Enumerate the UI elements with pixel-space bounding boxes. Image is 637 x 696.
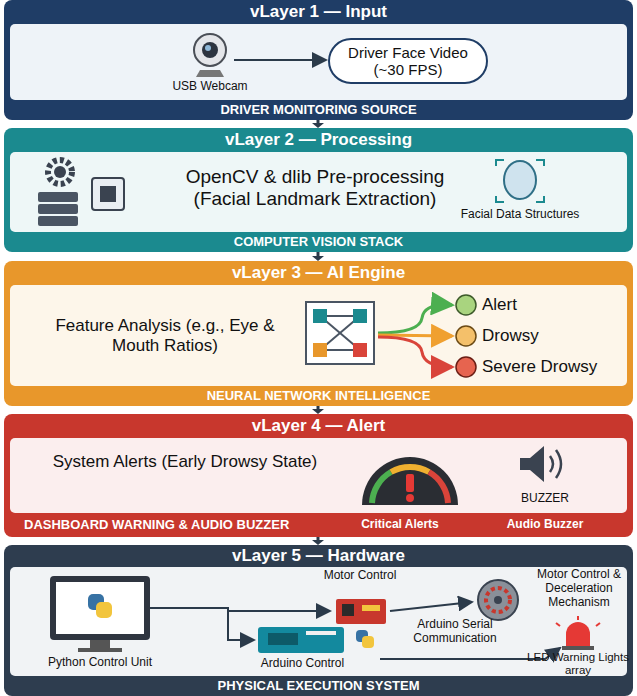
flow-arrow	[234, 59, 326, 61]
label-text: LED Warning Lights array	[524, 651, 632, 677]
label-text: Python Control Unit	[20, 656, 180, 670]
layer-caption: COMPUTER VISION STACK	[4, 232, 633, 252]
wire	[390, 602, 472, 611]
layer-title: vLayer 1 — Input	[4, 0, 633, 24]
label-text: Motor Control & Deceleration Mechanism	[526, 568, 632, 609]
layer-connector	[312, 252, 324, 261]
compute-icons	[38, 160, 124, 226]
face-scan-icon	[496, 160, 544, 202]
label-text: System Alerts (Early Drowsy State)	[40, 452, 330, 472]
state-face	[456, 295, 476, 377]
label-text: Motor Control	[320, 569, 400, 583]
label-text: BUZZER	[500, 492, 590, 506]
label-text: OpenCV & dlib Pre-processing (Facial Lan…	[160, 166, 470, 210]
monitor-icon	[50, 576, 150, 652]
label-text: Arduino Control	[245, 657, 360, 671]
buzzer-icon	[520, 446, 561, 482]
label-text: Audio Buzzer	[490, 518, 600, 532]
video-pill: Driver Face Video (~30 FPS)	[328, 38, 488, 84]
layer-title: vLayer 5 — Hardware	[4, 545, 633, 567]
layer-caption: DRIVER MONITORING SOURCE	[4, 100, 633, 120]
class-arrow	[378, 305, 452, 333]
label-text: Drowsy	[482, 326, 622, 346]
motor-driver-board	[336, 599, 386, 624]
label-text: Feature Analysis (e.g., Eye & Mouth Rati…	[30, 316, 300, 355]
layer-title: vLayer 4 — Alert	[4, 414, 633, 438]
webcam-icon	[194, 34, 226, 77]
layer-title: vLayer 3 — AI Engine	[4, 261, 633, 285]
layer-caption: PHYSICAL EXECUTION SYSTEM	[4, 676, 633, 696]
layer-caption: NEURAL NETWORK INTELLIGENCE	[4, 386, 633, 406]
arduino-board	[258, 627, 374, 653]
node-text: Driver Face Video (~30 FPS)	[342, 44, 474, 78]
class-arrow	[378, 337, 452, 367]
led-siren	[556, 616, 600, 650]
label-text: Arduino Serial Communication	[400, 618, 510, 646]
label-text: Critical Alerts	[340, 518, 460, 532]
dashboard-gauge	[362, 457, 458, 505]
wire	[150, 608, 330, 611]
label-text: Severe Drowsy	[482, 357, 622, 377]
layer-connector	[312, 120, 324, 128]
neural-network-icon	[306, 302, 374, 364]
motor-icon	[478, 580, 518, 620]
label-text: Alert	[482, 295, 622, 315]
wire	[228, 611, 254, 640]
layer-title: vLayer 2 — Processing	[4, 128, 633, 152]
label-text: USB Webcam	[170, 80, 250, 94]
layer-panel	[10, 24, 627, 100]
layer-connector	[312, 537, 324, 545]
layer-connector	[312, 406, 324, 414]
label-text: Facial Data Structures	[440, 208, 600, 222]
